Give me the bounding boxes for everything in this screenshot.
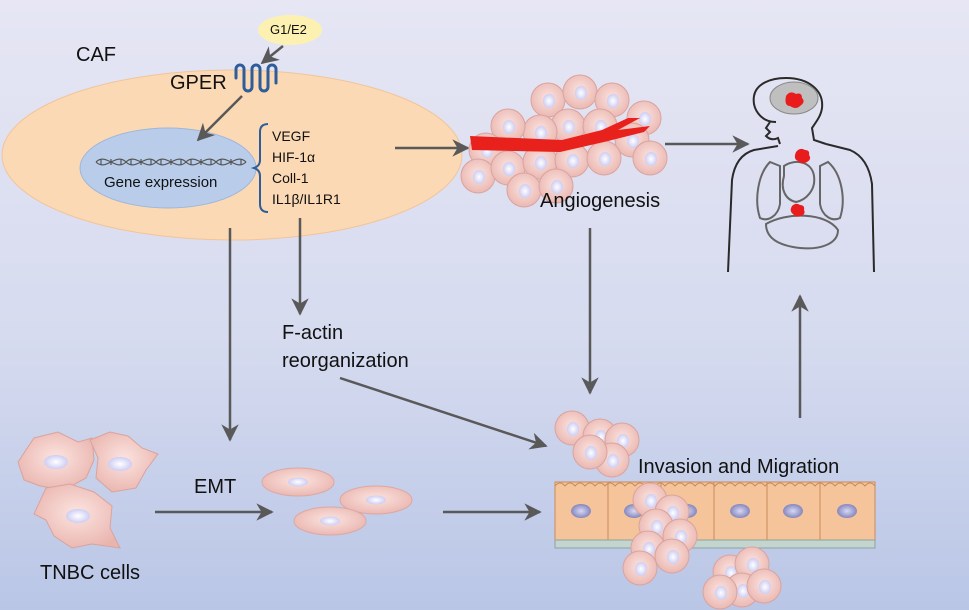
ligand-bubble (258, 15, 322, 45)
arrow-ligand-gper (260, 45, 284, 65)
factin-label: F-actin (282, 322, 344, 344)
arrow-gper-nucleus (196, 95, 243, 142)
gene-item: IL1β/IL1R1 (272, 191, 341, 207)
gene-expression-label: Gene expression (104, 174, 218, 191)
gper-label: GPER (170, 72, 227, 94)
gene-item: VEGF (272, 128, 311, 144)
gene-bracket (250, 123, 269, 213)
gene-item: Coll-1 (272, 170, 309, 186)
metastasis-spots-icon (785, 92, 811, 217)
angiogenesis-label: Angiogenesis (540, 190, 661, 212)
arrow-factin-invasion (339, 376, 548, 450)
blood-vessel (470, 118, 650, 152)
invasion-label: Invasion and Migration (638, 456, 840, 478)
gene-list: VEGF HIF-1α Coll-1 IL1β/IL1R1 (272, 126, 341, 210)
gper-receptor-icon (234, 63, 278, 93)
emt-cells-icon (261, 467, 413, 536)
emt-label: EMT (194, 476, 237, 498)
nucleus (79, 127, 257, 209)
reorganization-label: reorganization (282, 350, 409, 372)
dna-icon (95, 158, 247, 166)
epithelium-layer (554, 481, 876, 549)
ligand-label: G1/E2 (270, 22, 307, 37)
tnbc-cells-icon (17, 431, 159, 549)
gene-item: HIF-1α (272, 149, 316, 165)
caf-label: CAF (76, 44, 116, 66)
tnbc-label: TNBC cells (40, 562, 141, 584)
human-body-icon (727, 76, 875, 273)
